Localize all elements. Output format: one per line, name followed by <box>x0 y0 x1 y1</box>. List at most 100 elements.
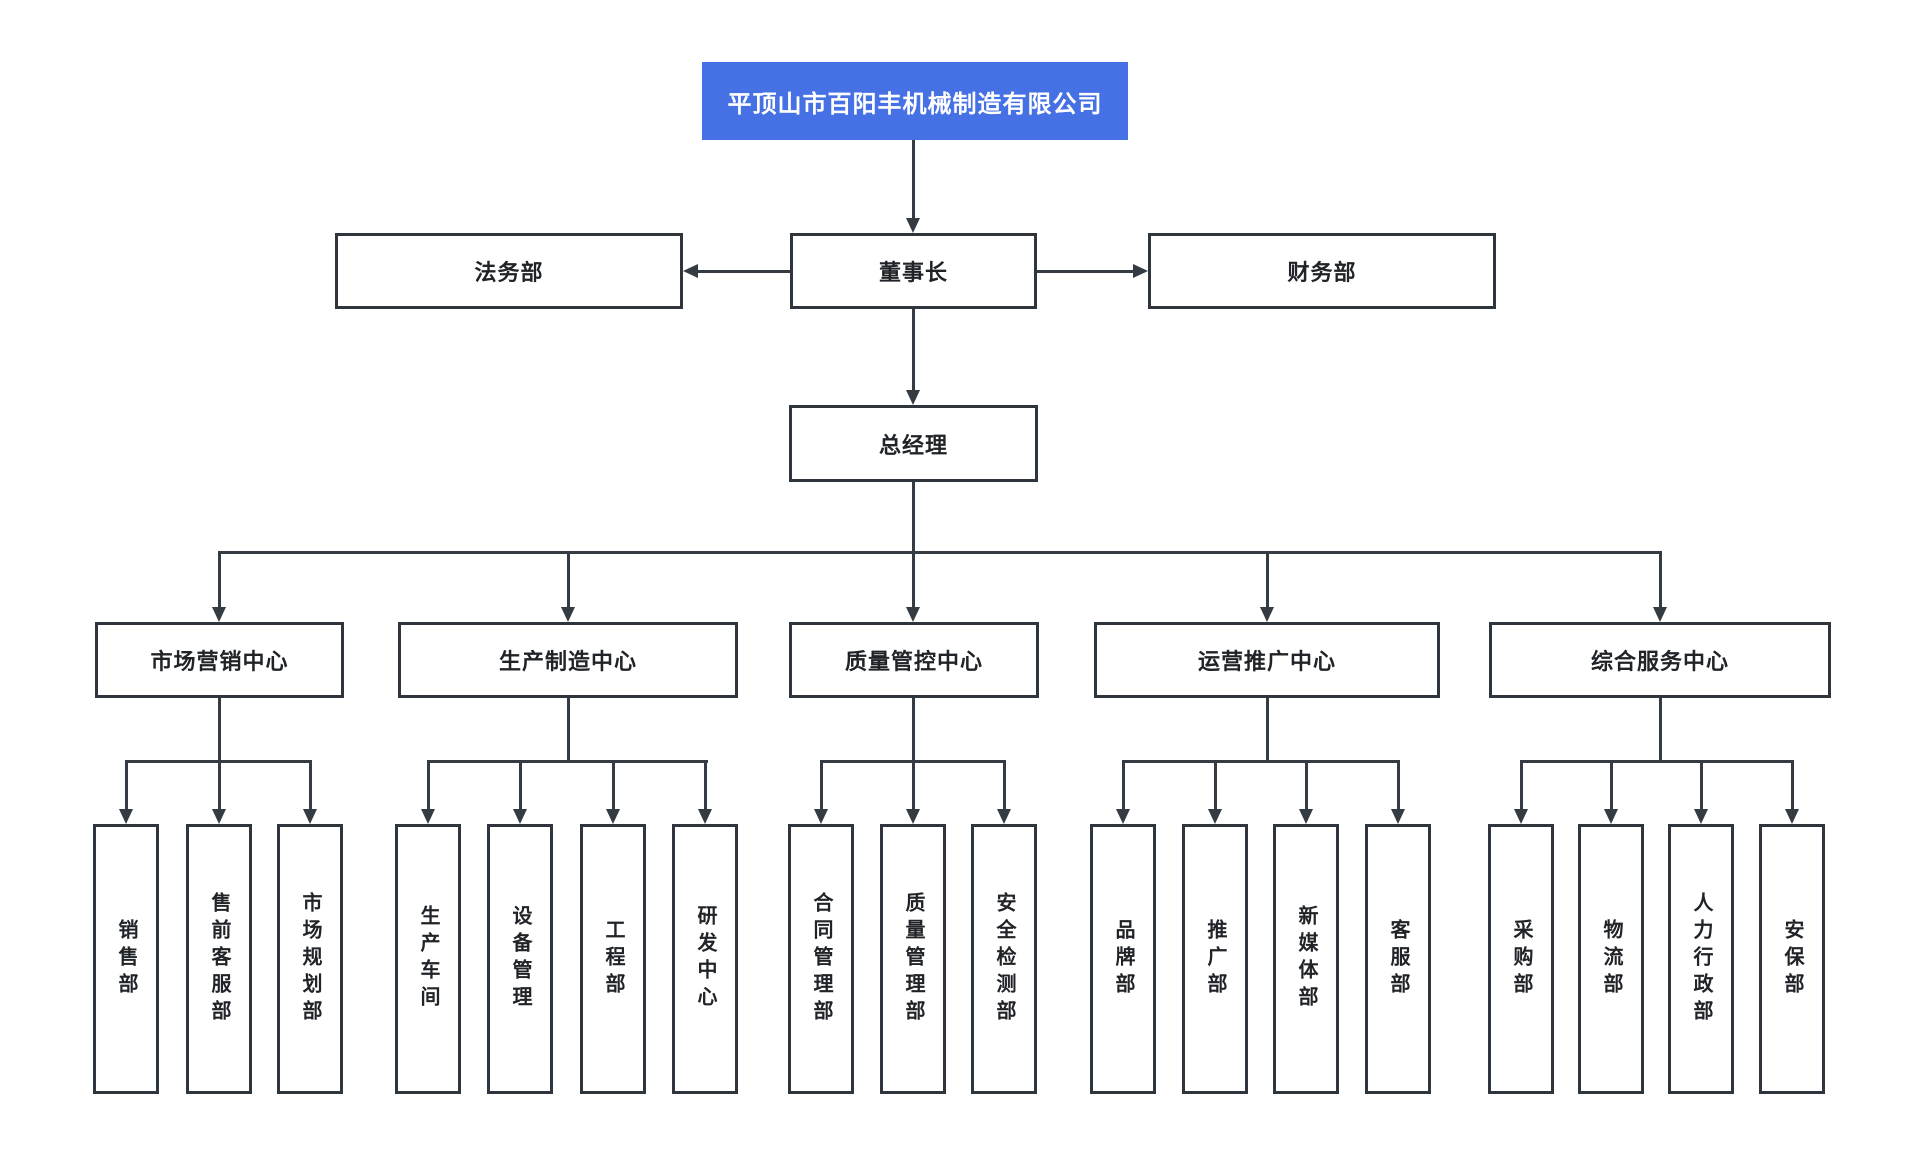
company-root-node: 平顶山市百阳丰机械制造有限公司 <box>702 62 1128 140</box>
sales-dept-node: 销售部 <box>93 824 159 1094</box>
engineering-dept-node: 工程部 <box>580 824 646 1094</box>
arrowhead-down <box>698 809 712 824</box>
connector-rail <box>1520 760 1794 763</box>
quality-mgmt-node: 质量管理部 <box>880 824 946 1094</box>
logistics-dept-node: 物流部 <box>1578 824 1644 1094</box>
connector-drop <box>1700 760 1703 810</box>
center-node-marketing: 市场营销中心 <box>95 622 344 698</box>
connector-gm-stem <box>912 482 915 554</box>
legal-dept-node: 法务部 <box>335 233 683 309</box>
arrowhead-down <box>814 809 828 824</box>
arrowhead-down <box>1299 809 1313 824</box>
connector-drop <box>1305 760 1308 810</box>
center-label: 生产制造中心 <box>498 649 637 674</box>
connector-drop <box>1214 760 1217 810</box>
market-planning-node: 市场规划部 <box>277 824 343 1094</box>
arrowhead-down <box>906 218 920 233</box>
rd-center-node: 研发中心 <box>672 824 738 1094</box>
connector-drop <box>218 551 221 608</box>
connector-drop <box>912 760 915 810</box>
legal-dept-label: 法务部 <box>474 260 544 285</box>
connector-centers-rail <box>218 551 1662 554</box>
security-dept-node: 安保部 <box>1759 824 1825 1094</box>
arrowhead-down <box>119 809 133 824</box>
dept-label: 采购部 <box>1510 918 1532 1000</box>
dept-label: 销售部 <box>115 918 137 1000</box>
dept-label: 人力行政部 <box>1690 891 1712 1027</box>
dept-label: 生产车间 <box>417 905 439 1013</box>
center-label: 综合服务中心 <box>1590 649 1729 674</box>
arrowhead-down <box>1785 809 1799 824</box>
dept-label: 工程部 <box>602 918 624 1000</box>
connector-drop <box>820 760 823 810</box>
arrowhead-down <box>1604 809 1618 824</box>
arrowhead-down <box>906 809 920 824</box>
arrowhead-down <box>561 607 575 622</box>
arrowhead-down <box>1391 809 1405 824</box>
dept-label: 设备管理 <box>509 905 531 1013</box>
connector-chairman-to-legal <box>698 270 790 273</box>
dept-label: 客服部 <box>1387 918 1409 1000</box>
dept-label: 售前客服部 <box>208 891 230 1027</box>
connector-stem <box>912 698 915 763</box>
center-node-operations: 运营推广中心 <box>1094 622 1440 698</box>
arrowhead-down <box>1514 809 1528 824</box>
new-media-node: 新媒体部 <box>1273 824 1339 1094</box>
dept-label: 安全检测部 <box>993 891 1015 1027</box>
brand-dept-node: 品牌部 <box>1090 824 1156 1094</box>
arrowhead-down <box>1116 809 1130 824</box>
connector-drop <box>1659 551 1662 608</box>
connector-stem <box>567 698 570 763</box>
connector-drop <box>912 551 915 608</box>
connector-drop <box>519 760 522 810</box>
center-node-production: 生产制造中心 <box>398 622 738 698</box>
arrowhead-down <box>1694 809 1708 824</box>
dept-label: 合同管理部 <box>810 891 832 1027</box>
finance-dept-node: 财务部 <box>1148 233 1496 309</box>
connector-root-to-chairman <box>912 140 915 220</box>
equipment-mgmt-node: 设备管理 <box>487 824 553 1094</box>
dept-label: 研发中心 <box>694 905 716 1013</box>
connector-stem <box>1266 698 1269 763</box>
connector-drop <box>125 760 128 810</box>
arrowhead-down <box>1260 607 1274 622</box>
safety-inspection-node: 安全检测部 <box>971 824 1037 1094</box>
center-node-services: 综合服务中心 <box>1489 622 1831 698</box>
arrowhead-down <box>1208 809 1222 824</box>
connector-drop <box>1791 760 1794 810</box>
center-label: 市场营销中心 <box>150 649 289 674</box>
arrowhead-down <box>906 390 920 405</box>
connector-drop <box>309 760 312 810</box>
connector-stem <box>1659 698 1662 763</box>
connector-chairman-to-finance <box>1037 270 1133 273</box>
connector-drop <box>1003 760 1006 810</box>
arrowhead-down <box>303 809 317 824</box>
dept-label: 安保部 <box>1781 918 1803 1000</box>
dept-label: 市场规划部 <box>299 891 321 1027</box>
arrowhead-down <box>513 809 527 824</box>
arrowhead-down <box>1653 607 1667 622</box>
connector-chairman-to-gm <box>912 309 915 391</box>
dept-label: 质量管理部 <box>902 891 924 1027</box>
general-manager-label: 总经理 <box>878 432 948 458</box>
arrowhead-down <box>997 809 1011 824</box>
connector-drop <box>1397 760 1400 810</box>
production-workshop-node: 生产车间 <box>395 824 461 1094</box>
connector-drop <box>427 760 430 810</box>
contract-mgmt-node: 合同管理部 <box>788 824 854 1094</box>
connector-drop <box>612 760 615 810</box>
arrowhead-down <box>421 809 435 824</box>
presales-service-node: 售前客服部 <box>186 824 252 1094</box>
connector-rail <box>1122 760 1400 763</box>
hr-admin-node: 人力行政部 <box>1668 824 1734 1094</box>
customer-service-node: 客服部 <box>1365 824 1431 1094</box>
chairman-node: 董事长 <box>790 233 1037 309</box>
connector-drop <box>567 551 570 608</box>
connector-drop <box>1520 760 1523 810</box>
connector-drop <box>1122 760 1125 810</box>
chairman-label: 董事长 <box>878 260 948 285</box>
arrowhead-down <box>906 607 920 622</box>
center-node-quality: 质量管控中心 <box>789 622 1039 698</box>
arrowhead-right <box>1133 264 1148 278</box>
